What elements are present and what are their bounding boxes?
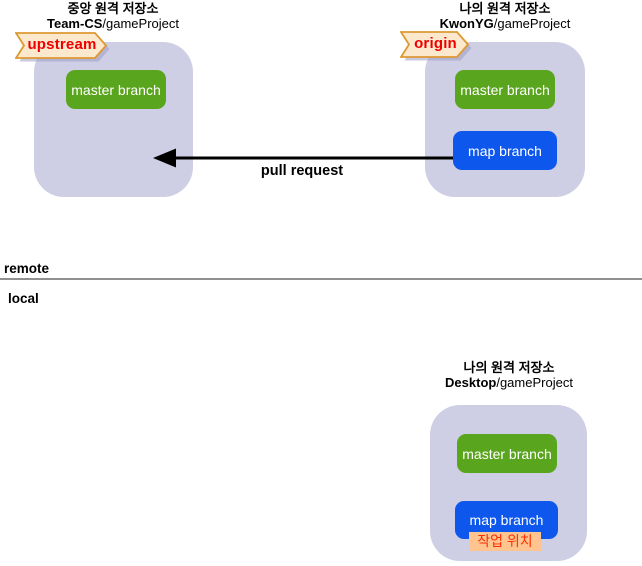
- upstream-banner-shape-svg: [15, 32, 110, 62]
- local-section-label: local: [8, 291, 39, 306]
- upstream-banner: upstream: [15, 32, 112, 64]
- local-repo-name: /gameProject: [496, 374, 573, 390]
- origin-repo-owner: KwonYG: [439, 15, 494, 31]
- upstream-repo-owner: Team-CS: [47, 15, 103, 31]
- local-repo-owner: Desktop: [445, 374, 497, 390]
- banner-shape: [15, 32, 108, 59]
- upstream-repo-path: Team-CS/gameProject: [33, 15, 193, 31]
- upstream-repo-title: 중앙 원격 저장소 Team-CS/gameProject: [33, 2, 193, 30]
- local-repo-title-korean: 나의 원격 저장소: [463, 360, 555, 375]
- origin-banner-label: origin: [414, 35, 457, 52]
- local-master-branch: master branch: [457, 434, 557, 473]
- origin-repo-path: KwonYG/gameProject: [425, 15, 585, 31]
- origin-map-branch: map branch: [453, 131, 557, 170]
- upstream-repo-box: [34, 42, 193, 197]
- upstream-repo-title-korean: 중앙 원격 저장소: [67, 1, 159, 16]
- local-repo-path: Desktop/gameProject: [429, 374, 589, 390]
- banner-shape: [400, 31, 470, 58]
- pull-request-arrow: [148, 144, 460, 179]
- upstream-banner-label: upstream: [27, 36, 97, 53]
- work-location-highlight: 작업 위치: [469, 532, 541, 551]
- origin-repo-title-korean: 나의 원격 저장소: [459, 1, 551, 16]
- origin-repo-name: /gameProject: [493, 15, 571, 31]
- arrow-head: [153, 148, 176, 168]
- upstream-repo-name: /gameProject: [102, 15, 179, 31]
- remote-local-divider: [0, 278, 642, 280]
- remote-section-label: remote: [4, 261, 50, 276]
- upstream-master-branch: master branch: [66, 70, 166, 109]
- origin-master-branch: master branch: [455, 70, 555, 109]
- arrow-svg: [153, 148, 456, 168]
- origin-banner: origin: [400, 31, 474, 63]
- origin-repo-box: [425, 42, 585, 197]
- origin-repo-title: 나의 원격 저장소 KwonYG/gameProject: [425, 2, 585, 30]
- origin-banner-shape-svg: [400, 31, 472, 61]
- pull-request-label: pull request: [260, 163, 344, 179]
- local-repo-title: 나의 원격 저장소 Desktop/gameProject: [429, 361, 589, 389]
